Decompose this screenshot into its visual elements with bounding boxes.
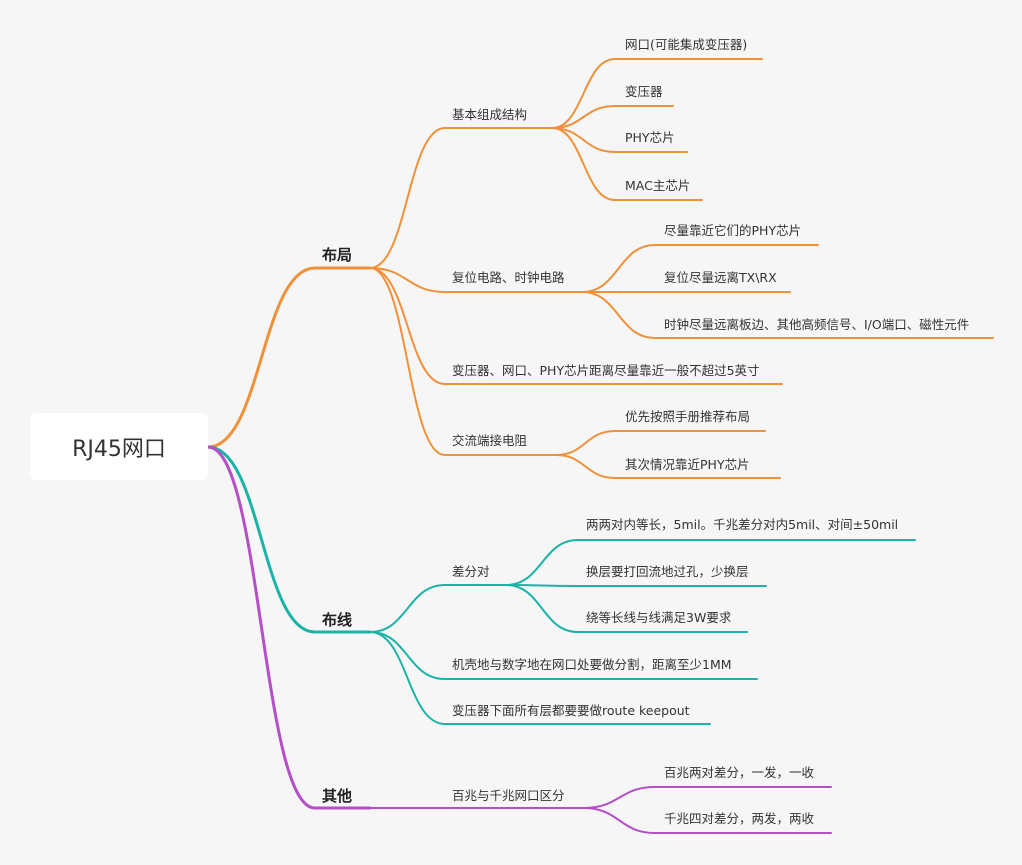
node-distance[interactable]: 变压器、网口、PHY芯片距离尽量靠近一般不超过5英寸: [452, 363, 760, 378]
leaf-rj45-port[interactable]: 网口(可能集成变压器): [625, 37, 748, 52]
connector-root-layout: [206, 266, 317, 449]
branch-other[interactable]: 其他: [322, 787, 353, 805]
connector-speed-0: [583, 786, 656, 809]
connector-routing-gndsplit: [369, 631, 446, 680]
leaf-reset-away-txrx[interactable]: 复位尽量远离TX\RX: [664, 270, 777, 285]
node-ground-split[interactable]: 机壳地与数字地在网口处要做分割，距离至少1MM: [452, 657, 732, 672]
connector-layout-acterm: [369, 267, 446, 456]
connector-routing-keepout: [369, 631, 446, 725]
connector-diffpair-1: [505, 584, 579, 587]
connector-layout-basic: [369, 127, 446, 269]
leaf-manual-layout[interactable]: 优先按照手册推荐布局: [625, 409, 751, 424]
leaf-via-return[interactable]: 换层要打回流地过孔，少换层: [586, 564, 749, 579]
leaf-near-phy-2[interactable]: 其次情况靠近PHY芯片: [625, 457, 750, 472]
leaf-3w-rule[interactable]: 绕等长线与线满足3W要求: [586, 610, 732, 625]
leaf-clock-away[interactable]: 时钟尽量远离板边、其他高频信号、I/O端口、磁性元件: [664, 317, 970, 332]
connector-diffpair-2: [505, 584, 579, 633]
connector-reset-2: [581, 291, 656, 339]
leaf-transformer[interactable]: 变压器: [625, 84, 663, 99]
leaf-100m[interactable]: 百兆两对差分，一发，一收: [664, 765, 815, 780]
connector-basic-3: [551, 127, 616, 201]
node-ac-termination[interactable]: 交流端接电阻: [452, 433, 528, 448]
root-node[interactable]: RJ45网口: [30, 413, 208, 480]
connector-basic-1: [551, 105, 616, 129]
node-diff-pair[interactable]: 差分对: [452, 564, 490, 579]
leaf-length-match[interactable]: 两两对内等长，5mil。千兆差分对内5mil、对间±50mil: [586, 517, 899, 532]
connector-speed-1: [583, 807, 656, 834]
connector-routing-diffpair: [369, 584, 446, 633]
connector-layout-reset: [369, 267, 446, 293]
connector-acterm-1: [555, 454, 616, 479]
leaf-1000m[interactable]: 千兆四对差分，两发，两收: [664, 811, 815, 826]
root-label: RJ45网口: [72, 436, 166, 462]
node-basic-structure[interactable]: 基本组成结构: [452, 107, 528, 122]
branch-layout[interactable]: 布局: [322, 246, 353, 264]
node-reset-clock[interactable]: 复位电路、时钟电路: [452, 270, 565, 285]
leaf-phy-chip[interactable]: PHY芯片: [625, 130, 675, 145]
branch-routing[interactable]: 布线: [322, 611, 353, 629]
leaf-near-phy[interactable]: 尽量靠近它们的PHY芯片: [664, 223, 802, 238]
connector-layout-distance: [369, 267, 446, 385]
connector-root-routing: [206, 445, 317, 634]
leaf-mac-chip[interactable]: MAC主芯片: [625, 178, 691, 193]
connector-diffpair-0: [505, 539, 579, 586]
connector-root-other: [206, 445, 317, 810]
connector-basic-2: [551, 127, 616, 153]
connector-acterm-0: [555, 430, 616, 456]
node-100m-vs-1000m[interactable]: 百兆与千兆网口区分: [452, 788, 565, 803]
connector-reset-0: [581, 244, 656, 293]
connector-basic-0: [551, 58, 616, 129]
node-keepout[interactable]: 变压器下面所有层都要要做route keepout: [452, 703, 690, 718]
